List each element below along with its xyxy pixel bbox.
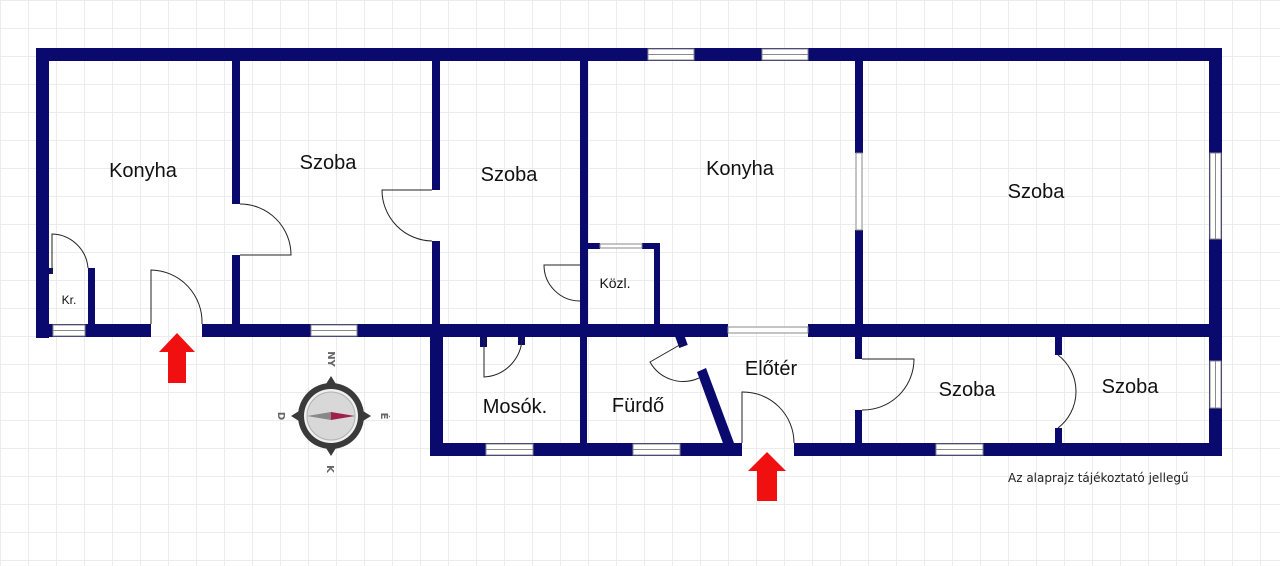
door-furdo bbox=[649, 342, 700, 382]
door-szoba-1 bbox=[239, 203, 292, 256]
compass-letter-east: É bbox=[378, 413, 391, 420]
wall-upper-bottom-3 bbox=[808, 324, 1222, 337]
wall-kr-right bbox=[88, 268, 95, 325]
compass-needle-east bbox=[331, 412, 355, 420]
wall-v-580 bbox=[580, 61, 588, 325]
door-szoba-4 bbox=[1057, 354, 1077, 429]
wall-upper-bottom-2 bbox=[202, 324, 728, 337]
doors bbox=[51, 189, 1077, 444]
compass-tick-left bbox=[291, 411, 299, 421]
opening-konyha-szoba bbox=[855, 152, 863, 231]
windows bbox=[52, 48, 1222, 456]
door-szoba-2 bbox=[381, 189, 433, 242]
wall-lower-bottom-2 bbox=[794, 443, 1222, 456]
compass-letter-north: NY bbox=[325, 351, 336, 367]
wall-v-580-lower bbox=[580, 337, 587, 447]
outer-wall-right bbox=[1209, 48, 1222, 456]
room-furdo: Fürdő bbox=[612, 395, 664, 417]
wall-v-855c bbox=[855, 337, 862, 359]
room-szoba-4: Szoba bbox=[1102, 376, 1160, 398]
compass-needle-west bbox=[307, 412, 331, 420]
compass-letter-south: K bbox=[324, 465, 335, 474]
room-szoba-1: Szoba bbox=[300, 152, 358, 174]
wall-v-432a bbox=[432, 61, 440, 190]
wall-v-1055b bbox=[1055, 428, 1062, 446]
door-szoba-3 bbox=[861, 358, 915, 411]
room-konyha-left: Konyha bbox=[109, 160, 178, 182]
room-mosokonyha: Mosók. bbox=[483, 396, 547, 418]
compass-tick-bottom bbox=[326, 448, 336, 456]
wall-v-232a bbox=[232, 61, 240, 204]
door-entrance-left bbox=[150, 269, 203, 325]
door-mosok bbox=[483, 336, 523, 378]
left-entrance-arrow bbox=[159, 333, 195, 383]
wall-kozl-top-left bbox=[588, 243, 600, 249]
compass-letter-west: D bbox=[275, 412, 286, 420]
door-kr bbox=[51, 233, 89, 274]
wall-kozl-top-right bbox=[642, 243, 660, 249]
wall-v-232b bbox=[232, 255, 240, 325]
wall-kozl-right bbox=[654, 243, 660, 325]
outer-wall-top bbox=[36, 48, 1222, 61]
room-konyha-center: Konyha bbox=[706, 158, 775, 180]
outer-wall-left bbox=[36, 48, 49, 338]
wall-v-855a bbox=[855, 61, 863, 153]
room-szoba-2: Szoba bbox=[481, 164, 539, 186]
room-szoba-3: Szoba bbox=[939, 379, 997, 401]
compass-tick-top bbox=[326, 376, 336, 384]
compass-tick-right bbox=[363, 411, 371, 421]
room-szoba-big: Szoba bbox=[1008, 181, 1066, 203]
compass: NY É K D bbox=[275, 351, 391, 474]
wall-v-1055a bbox=[1055, 337, 1062, 355]
door-entrance-center bbox=[741, 391, 795, 444]
disclaimer-note: Az alaprajz tájékoztató jellegű bbox=[1008, 471, 1189, 485]
wall-diagonal bbox=[697, 368, 734, 446]
room-kozlekedo: Közl. bbox=[599, 275, 630, 291]
room-eloter: Előtér bbox=[745, 358, 798, 380]
wall-door-stub bbox=[675, 333, 688, 349]
center-entrance-arrow bbox=[748, 452, 786, 501]
opening-eloter bbox=[727, 326, 809, 334]
wall-kr-stub bbox=[49, 268, 53, 274]
wall-v-855b bbox=[855, 230, 863, 325]
wall-lower-left bbox=[430, 324, 443, 456]
room-labels: Konyha Szoba Szoba Konyha Szoba Kr. Közl… bbox=[62, 152, 1160, 418]
room-kamra: Kr. bbox=[62, 293, 77, 307]
opening-kozl bbox=[599, 243, 643, 249]
wall-v-432b bbox=[432, 241, 440, 325]
wall-v-855d bbox=[855, 410, 862, 446]
door-kozl bbox=[543, 264, 581, 302]
